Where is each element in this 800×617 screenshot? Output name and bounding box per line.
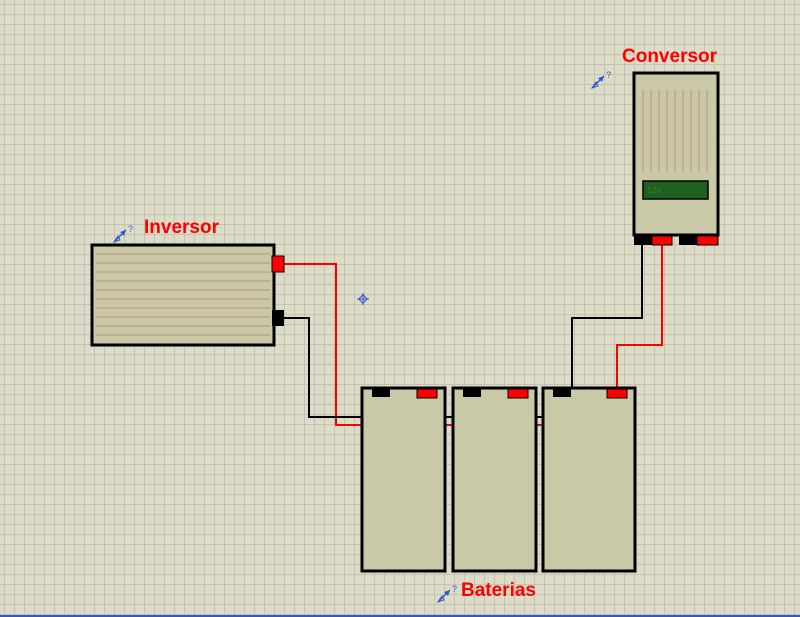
inversor-label: Inversor <box>144 217 220 238</box>
battery-3-negative-terminal[interactable] <box>553 389 571 397</box>
conversor-lcd-display <box>642 180 709 200</box>
battery-2-negative-terminal[interactable] <box>463 389 481 397</box>
battery-3[interactable] <box>541 386 637 573</box>
battery-2[interactable] <box>451 386 538 573</box>
battery-1-body[interactable] <box>360 386 447 573</box>
conversor-heatsink-fins <box>642 90 708 172</box>
battery-3-positive-terminal[interactable] <box>606 388 628 399</box>
baterias-label: Baterias <box>461 580 536 601</box>
probe-arrow-icon: ? <box>590 70 611 89</box>
origin-marker-icon <box>357 293 369 305</box>
wire-conversor-negative[interactable] <box>571 240 643 397</box>
battery-3-body[interactable] <box>541 386 637 573</box>
battery-1-negative-terminal[interactable] <box>372 389 390 397</box>
conversor-component[interactable]: 12v Conversor ? <box>590 46 720 246</box>
battery-2-body[interactable] <box>451 386 538 573</box>
conversor-label: Conversor <box>622 46 718 67</box>
inversor-heatsink-fins <box>96 253 270 336</box>
inversor-positive-terminal[interactable] <box>271 255 285 273</box>
conversor-display-text: 12v <box>647 186 662 195</box>
baterias-group[interactable]: Baterias ? <box>360 386 637 603</box>
probe-marker-conversor: ? <box>606 70 611 80</box>
probe-marker-baterias: ? <box>452 584 457 594</box>
conversor-positive-terminal-1[interactable] <box>651 235 673 246</box>
battery-2-positive-terminal[interactable] <box>507 388 529 399</box>
wire-conversor-positive[interactable] <box>616 240 663 397</box>
probe-marker-inversor: ? <box>128 224 133 234</box>
inversor-negative-terminal[interactable] <box>272 310 284 326</box>
conversor-negative-terminal-1[interactable] <box>634 236 652 245</box>
inversor-component[interactable]: Inversor ? <box>90 217 285 347</box>
conversor-body[interactable] <box>632 71 720 237</box>
wire-inversor-positive[interactable] <box>284 263 362 426</box>
probe-arrow-icon: ? <box>436 584 457 603</box>
inversor-body[interactable] <box>90 243 276 347</box>
battery-1[interactable] <box>360 386 447 573</box>
probe-arrow-icon: ? <box>112 224 133 243</box>
conversor-negative-terminal-2[interactable] <box>679 236 697 245</box>
battery-1-positive-terminal[interactable] <box>416 388 438 399</box>
conversor-positive-terminal-2[interactable] <box>696 235 719 246</box>
